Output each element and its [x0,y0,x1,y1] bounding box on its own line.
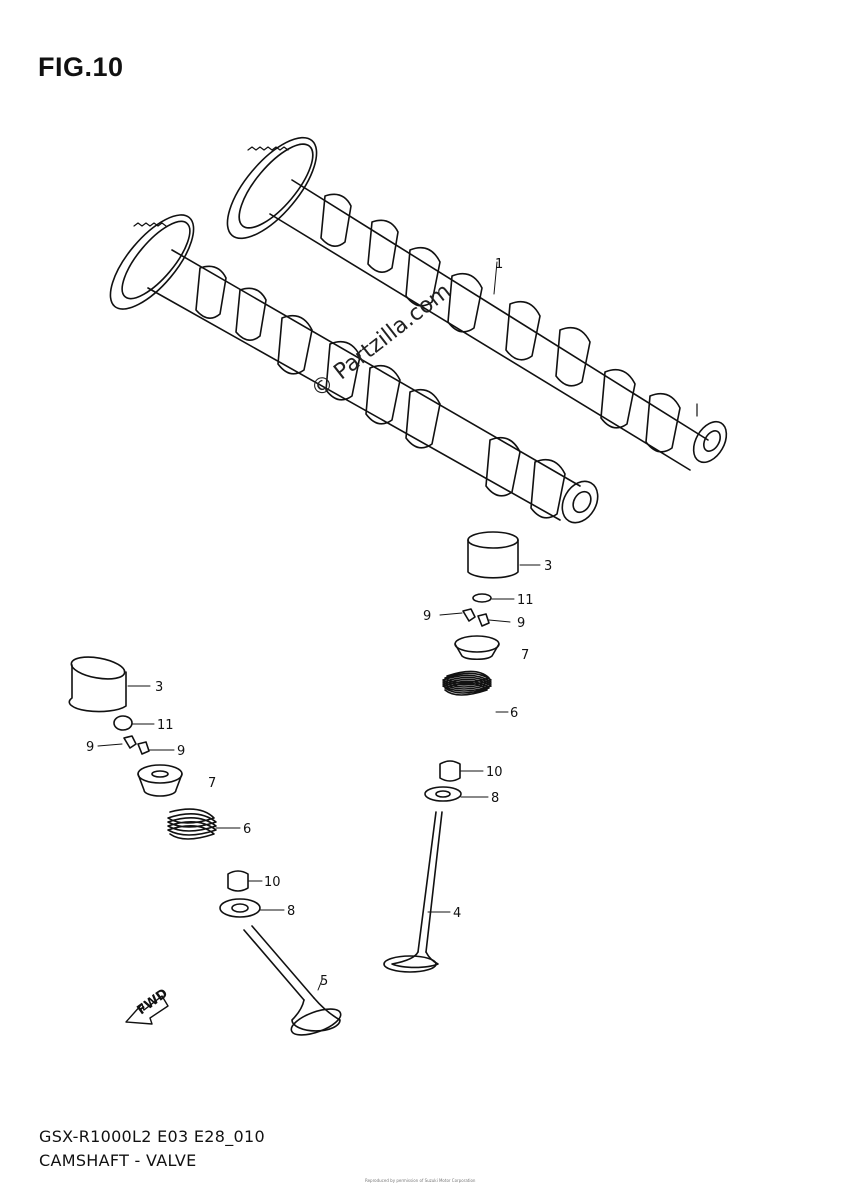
callout-10-right: 10 [486,765,503,780]
callout-10-left: 10 [264,875,281,890]
callout-7-right: 7 [521,648,529,663]
figure-code: GSX-R1000L2 E03 E28_010 [39,1127,265,1146]
callout-7-left: 7 [208,776,216,791]
callout-8-left: 8 [287,904,295,919]
callouts: 1 3 11 9 9 7 6 10 8 4 3 11 9 9 7 6 10 8 … [86,257,552,989]
figure-title: FIG.10 [38,52,124,82]
valve-train-left [68,656,342,1036]
callout-11-left: 11 [157,718,174,733]
callout-3-left: 3 [155,680,163,695]
camshaft-lower [109,214,599,524]
callout-6-right: 6 [510,706,518,721]
callout-8-right: 8 [491,791,499,806]
callout-11-right: 11 [517,593,534,608]
callout-1: 1 [495,257,503,272]
callout-9-left-a: 9 [86,740,94,755]
leader-lines [97,261,541,991]
callout-9-left-b: 9 [177,744,185,759]
forward-direction-arrow [125,995,169,1025]
camshaft-upper [226,136,728,471]
callout-6-left: 6 [243,822,251,837]
callout-9-right-b: 9 [517,616,525,631]
callout-5: 5 [320,974,328,989]
callout-4: 4 [453,906,461,921]
callout-9-right-a: 9 [423,609,431,624]
callout-3-right: 3 [544,559,552,574]
valve-train-right [383,531,519,973]
fine-print: Reproduced by permission of Suzuki Motor… [365,1178,476,1183]
figure-description: CAMSHAFT - VALVE [39,1151,197,1170]
